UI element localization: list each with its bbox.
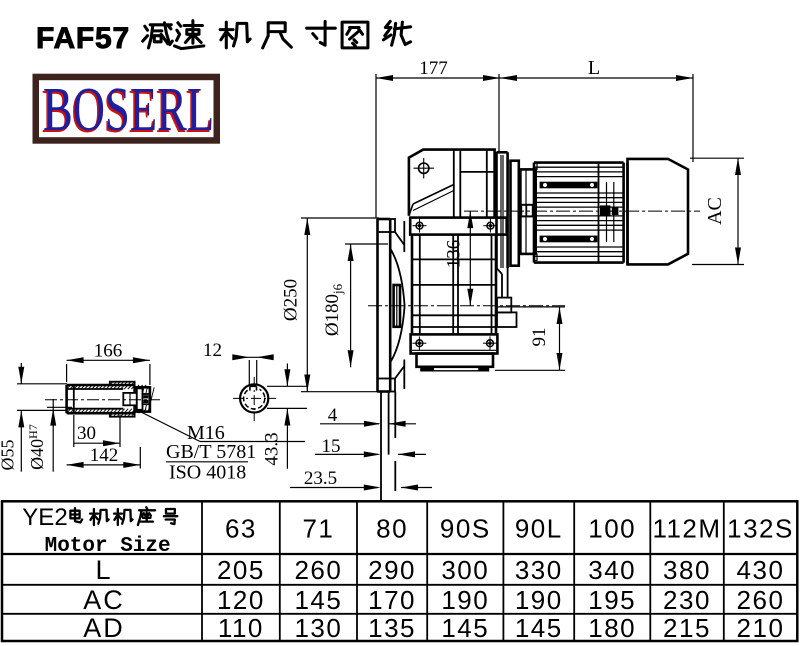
svg-text:330: 330: [515, 555, 563, 585]
svg-text:340: 340: [588, 555, 636, 585]
svg-text:177: 177: [419, 58, 448, 79]
svg-text:BOSERL: BOSERL: [41, 77, 212, 146]
svg-text:L: L: [588, 57, 600, 79]
svg-text:80: 80: [376, 514, 408, 544]
svg-text:L: L: [95, 555, 112, 585]
svg-text:142: 142: [90, 445, 119, 466]
svg-text:AD: AD: [83, 613, 125, 643]
svg-text:4: 4: [328, 405, 338, 426]
svg-text:190: 190: [515, 585, 563, 615]
svg-text:195: 195: [588, 585, 636, 615]
svg-text:215: 215: [663, 613, 711, 643]
svg-text:112M: 112M: [652, 514, 721, 544]
svg-text:Ø180j6: Ø180j6: [322, 283, 345, 336]
svg-text:ISO 4018: ISO 4018: [169, 462, 246, 484]
svg-text:145: 145: [294, 585, 342, 615]
svg-text:180: 180: [588, 613, 636, 643]
svg-text:90S: 90S: [440, 514, 491, 544]
svg-text:100: 100: [588, 514, 636, 544]
svg-text:210: 210: [737, 613, 785, 643]
svg-text:170: 170: [368, 585, 416, 615]
svg-text:Motor Size: Motor Size: [45, 535, 171, 558]
svg-text:63: 63: [225, 514, 257, 544]
svg-text:145: 145: [515, 613, 563, 643]
svg-text:290: 290: [368, 555, 416, 585]
svg-text:120: 120: [217, 585, 265, 615]
svg-text:12: 12: [203, 340, 222, 361]
svg-text:AC: AC: [83, 585, 125, 615]
svg-text:30: 30: [77, 423, 96, 444]
svg-text:132S: 132S: [727, 514, 794, 544]
svg-text:AC: AC: [704, 197, 726, 225]
svg-text:M16: M16: [187, 422, 225, 444]
svg-text:260: 260: [294, 555, 342, 585]
svg-text:43.3: 43.3: [262, 432, 283, 465]
svg-text:260: 260: [737, 585, 785, 615]
svg-text:71: 71: [302, 514, 334, 544]
svg-text:Ø55: Ø55: [0, 440, 18, 471]
svg-text:300: 300: [441, 555, 489, 585]
svg-text:145: 145: [441, 613, 489, 643]
svg-text:130: 130: [294, 613, 342, 643]
svg-text:190: 190: [441, 585, 489, 615]
svg-text:23.5: 23.5: [304, 468, 337, 489]
svg-text:91: 91: [529, 328, 550, 347]
svg-text:BOSERL: BOSERL: [43, 75, 214, 144]
svg-text:15: 15: [322, 436, 341, 457]
svg-text:230: 230: [663, 585, 711, 615]
svg-text:FAF57: FAF57: [36, 22, 130, 55]
svg-text:110: 110: [218, 613, 264, 643]
svg-text:380: 380: [663, 555, 711, 585]
svg-text:430: 430: [737, 555, 785, 585]
svg-text:90L: 90L: [515, 514, 563, 544]
svg-text:135: 135: [368, 613, 416, 643]
svg-text:Ø250: Ø250: [281, 279, 302, 321]
svg-text:YE2: YE2: [22, 504, 67, 531]
svg-text:GB/T 5781: GB/T 5781: [166, 441, 256, 463]
svg-text:166: 166: [94, 341, 123, 362]
svg-text:205: 205: [217, 555, 265, 585]
